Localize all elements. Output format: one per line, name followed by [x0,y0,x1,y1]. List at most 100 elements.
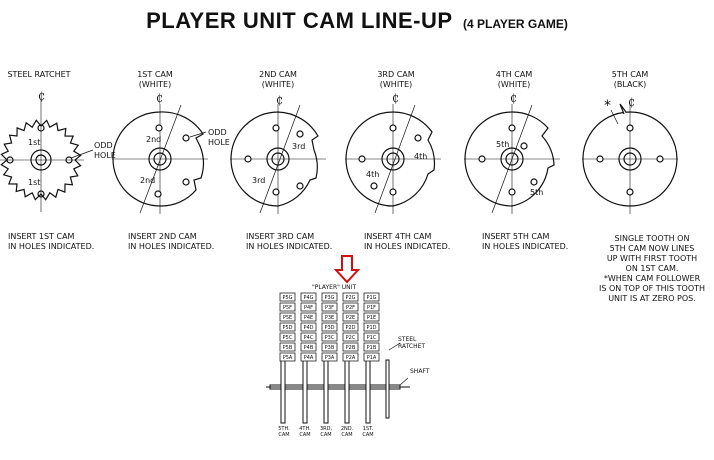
instruction-line: IN HOLES INDICATED. [482,242,569,251]
label-line: CAM [278,432,290,438]
centerline-symbol: ₵ [628,96,635,109]
instruction-5th-cam: SINGLE TOOTH ON 5th CAM NOW LINES UP WIT… [596,234,708,304]
instruction-line: INSERT 5th CAM [482,232,550,241]
label-line: 3RD. [319,426,333,432]
steel-ratchet-gear [0,100,94,212]
grid-cell-label: P2G [345,295,355,301]
label-line: CAM [341,432,353,438]
cam-2nd [230,104,326,214]
cam-label-5th: 5TH. CAM [277,426,291,438]
instruction-line: *WHEN CAM FOLLOWER [603,274,701,283]
instruction-line: IS ON TOP OF THIS TOOTH [598,284,706,293]
instruction-line: IN HOLES INDICATED. [8,242,95,251]
grid-cell [363,312,380,322]
label-line: CAM [320,432,332,438]
grid-cell-label: P3G [324,295,334,301]
centerline-symbol: ₵ [510,92,517,105]
grid-cell-label: P3E [325,315,334,321]
grid-cell [279,292,296,302]
grid-cell-label: P1A [367,355,377,361]
instruction-steel-ratchet: INSERT 1st CAM IN HOLES INDICATED. [8,232,94,252]
grid-cell-label: P4D [303,325,313,331]
grid-cell [300,332,317,342]
instruction-line: IN HOLES INDICATED. [128,242,215,251]
instruction-line: SINGLE TOOTH ON [614,234,690,243]
label-line: 4TH. [299,426,311,432]
label-line: 5TH. [278,426,290,432]
label-line: STEEL [398,336,417,343]
cam-4th [464,104,560,214]
grid-cell [300,322,317,332]
instruction-line: INSERT 4th CAM [364,232,432,241]
grid-cell [321,332,338,342]
shaft-label: SHAFT [410,368,430,375]
hole-label: ODD [208,128,227,137]
grid-cell-label: P2D [345,325,355,331]
grid-cell [363,292,380,302]
grid-cell [363,332,380,342]
instruction-line: INSERT 3rd CAM [246,232,315,241]
cam-label-3rd: 3RD. CAM [319,426,333,438]
heading-1st-cam: 1st CAM (WHITE) [125,70,185,90]
grid-cell-label: P2A [346,355,356,361]
heading-5th-cam: 5th CAM (BLACK) [600,70,660,90]
grid-cell [342,352,359,362]
grid-cell-label: P4A [304,355,314,361]
grid-cell-label: P2E [346,315,355,321]
instruction-1st-cam: INSERT 2nd CAM IN HOLES INDICATED. [128,232,214,252]
instruction-line: ON 1st CAM. [625,264,679,273]
instruction-line: UP WITH FIRST TOOTH [606,254,698,263]
grid-cell-label: P5F [283,305,292,311]
grid-cell [279,312,296,322]
steel-ratchet-label: STEEL RATCHET [398,336,425,350]
grid-cell [363,302,380,312]
heading-2nd-cam: 2nd CAM (WHITE) [248,70,308,90]
grid-cell [279,352,296,362]
grid-cell-label: P3C [325,335,335,341]
heading-line: (WHITE) [497,80,531,89]
instruction-line: UNIT IS AT ZERO POS. [608,294,696,303]
heading-4th-cam: 4th CAM (WHITE) [484,70,544,90]
grid-cell [342,342,359,352]
grid-cell [321,312,338,322]
grid-cell [279,342,296,352]
grid-cell [321,342,338,352]
grid-cell-label: P1C [367,335,377,341]
instruction-line: INSERT 1st CAM [8,232,75,241]
heading-line: 3rd CAM [377,70,415,79]
label-line: CAM [362,432,374,438]
grid-cell [300,302,317,312]
heading-line: (WHITE) [138,80,172,89]
grid-cell [321,302,338,312]
grid-cell-label: P3F [325,305,334,311]
grid-cell [321,322,338,332]
grid-cell-label: P2C [346,335,356,341]
hole-label: HOLE [94,151,116,160]
hole-label: 4th [414,152,428,161]
cam-1st [112,104,208,214]
hole-label: 2nd [140,176,156,185]
hole-label: 5th [530,188,544,197]
grid-cell [300,292,317,302]
label-line: 2ND. [340,426,354,432]
centerline-symbol: ₵ [38,90,45,103]
grid-cell-label: P1E [367,315,376,321]
title-block: PLAYER UNIT CAM LINE-UP (4 PLAYER GAME) [0,8,714,34]
grid-cell-label: P2F [346,305,355,311]
grid-cell-label: P3B [325,345,335,351]
grid-cell [300,312,317,322]
grid-cell [363,342,380,352]
grid-cell-label: P5G [282,295,292,301]
instruction-line: INSERT 2nd CAM [128,232,197,241]
grid-cell-label: P5C [283,335,293,341]
centerline-symbol: ₵ [156,92,163,105]
heading-line: 4th CAM [495,70,533,79]
hole-label: 3rd [292,142,306,151]
grid-cell [342,312,359,322]
heading-line: 2nd CAM [259,70,297,79]
heading-line: STEEL RATCHET [7,70,71,79]
grid-cell-label: P4G [303,295,313,301]
grid-cell [363,352,380,362]
heading-steel-ratchet: STEEL RATCHET [2,70,76,80]
